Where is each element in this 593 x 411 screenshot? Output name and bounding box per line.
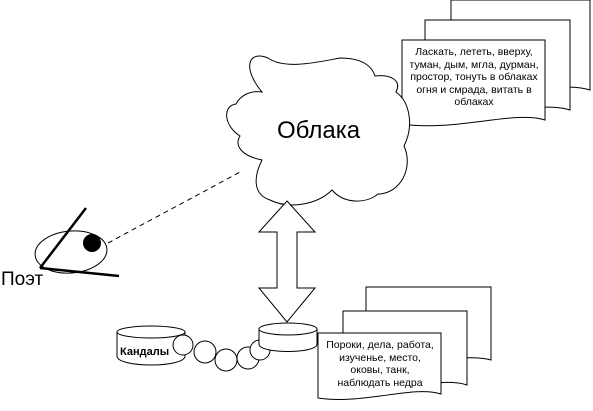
bottom-note-text: Пороки, дела, работа, изученье, место, о… bbox=[319, 339, 441, 389]
base-cylinder bbox=[258, 322, 318, 352]
top-note-line: огня и смрада, витать в bbox=[416, 83, 532, 96]
double-arrow bbox=[257, 200, 317, 323]
poet-eye bbox=[34, 207, 120, 278]
top-note-text: Ласкать, лететь, вверху, туман, дым, мгл… bbox=[404, 46, 544, 109]
eye-lower-ray bbox=[39, 266, 120, 278]
bottom-note-stack bbox=[317, 286, 492, 401]
bottom-note-line: наблюдать недра bbox=[337, 376, 423, 389]
chain bbox=[172, 334, 271, 372]
top-note-line: простор, тонуть в облаках bbox=[410, 71, 538, 83]
top-note-line: облаках bbox=[454, 96, 494, 108]
sight-line bbox=[107, 170, 243, 244]
shackles-cylinder-body bbox=[116, 332, 186, 366]
poet-label: Поэт bbox=[1, 269, 44, 290]
top-note-stack bbox=[401, 0, 591, 127]
chain-link bbox=[193, 340, 217, 364]
eye-pupil bbox=[83, 234, 101, 252]
top-note-line: туман, дым, мгла, дурман, bbox=[409, 58, 539, 71]
cloud-label: Облака bbox=[277, 117, 361, 144]
shackles-cylinder bbox=[116, 325, 186, 366]
eye-upper-ray bbox=[39, 207, 87, 269]
top-note-line: Ласкать, лететь, вверху, bbox=[415, 46, 533, 58]
bottom-note-line: изученье, место, bbox=[339, 351, 421, 364]
top-note-sheet-front bbox=[401, 39, 546, 127]
shackles-label: Кандалы bbox=[120, 346, 170, 358]
chain-link bbox=[214, 348, 238, 372]
base-cylinder-top bbox=[258, 322, 318, 336]
shackles-cylinder-top bbox=[116, 325, 186, 339]
bottom-note-line: оковы, танк, bbox=[350, 364, 410, 376]
bottom-note-line: Пороки, дела, работа, bbox=[326, 339, 434, 351]
bottom-note-sheet-front bbox=[317, 332, 442, 401]
cloud-shape bbox=[226, 55, 411, 206]
chain-link bbox=[172, 334, 194, 356]
